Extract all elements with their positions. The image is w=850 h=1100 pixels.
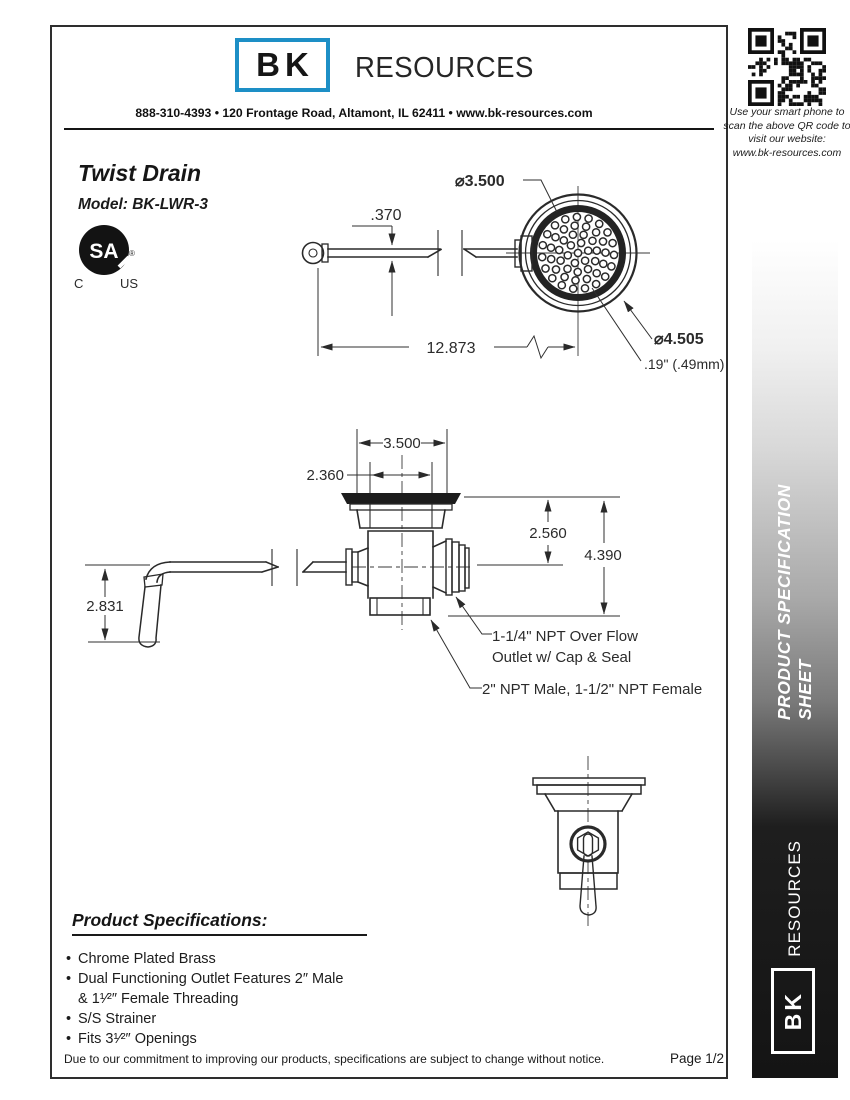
spec-item-text: Dual Functioning Outlet Features 2″ Male bbox=[78, 971, 344, 987]
spec-item-text: Chrome Plated Brass bbox=[78, 951, 216, 967]
label-overflow-outlet-line1: 1-1/4" NPT Over Flow bbox=[492, 628, 638, 645]
csa-us-text: US bbox=[120, 276, 138, 291]
bk-logo-text: BK bbox=[256, 46, 314, 83]
model-number: Model: BK-LWR-3 bbox=[78, 196, 209, 213]
spec-item-text: Fits 3¹⁄²″ Openings bbox=[78, 1031, 197, 1047]
specs-underline bbox=[72, 934, 367, 936]
specs-heading: Product Specifications: bbox=[72, 910, 268, 930]
csa-sa-text: SA bbox=[89, 240, 118, 263]
sidebar-sheet-title: PRODUCT SPECIFICATION SHEET bbox=[752, 430, 838, 720]
bk-logo-box: BK bbox=[235, 38, 330, 92]
sidebar-resources-text: RESOURCES bbox=[752, 832, 838, 964]
sidebar-bk-logo-text: BK bbox=[779, 991, 806, 1031]
spec-item: • S/S Strainer bbox=[66, 1011, 446, 1027]
dim-opening-width: 2.360 bbox=[306, 467, 344, 484]
spec-item: • Dual Functioning Outlet Features 2″ Mal… bbox=[66, 971, 446, 987]
bullet: • bbox=[66, 951, 72, 967]
spec-item: • Fits 3¹⁄²″ Openings bbox=[66, 1031, 446, 1047]
footer-disclaimer: Due to our commitment to improving our p… bbox=[64, 1052, 605, 1066]
bullet: • bbox=[66, 1011, 72, 1027]
dim-strainer-inner-diameter: ⌀3.500 bbox=[455, 173, 505, 190]
dim-rod-length: 12.873 bbox=[427, 340, 476, 357]
header-rule bbox=[64, 128, 714, 130]
dim-hole-size: .19" (.49mm) bbox=[644, 356, 724, 372]
page-border bbox=[50, 25, 728, 1079]
label-overflow-outlet-line2: Outlet w/ Cap & Seal bbox=[492, 649, 631, 666]
top-view-drawing: .370 12.873 ⌀3.500 ⌀4.505 .19" (.49mm) bbox=[301, 173, 724, 372]
contact-line: 888-310-4393 • 120 Frontage Road, Altamo… bbox=[135, 106, 593, 120]
qr-caption-line: visit our website: bbox=[748, 133, 826, 145]
csa-certification-mark: SA ® C US bbox=[74, 225, 138, 291]
qr-caption-line: scan the above QR code to bbox=[723, 119, 850, 132]
qr-caption-line: Use your smart phone to bbox=[729, 106, 845, 118]
sidebar-bk-logo-box: BK bbox=[771, 968, 815, 1054]
sidebar-sheet-title-text: PRODUCT SPECIFICATION SHEET bbox=[774, 484, 815, 720]
resources-logo-text: RESOURCES bbox=[355, 52, 534, 84]
page-title: Twist Drain bbox=[78, 160, 202, 186]
qr-caption: Use your smart phone to scan the above Q… bbox=[718, 106, 850, 160]
spec-item: • Chrome Plated Brass bbox=[66, 951, 446, 967]
qr-caption-line: www.bk-resources.com bbox=[732, 146, 842, 159]
dim-total-height: 4.390 bbox=[584, 547, 622, 564]
side-view-drawing: 3.500 2.360 bbox=[85, 429, 702, 698]
csa-c-text: C bbox=[74, 276, 83, 291]
label-npt-outlet: 2" NPT Male, 1-1/2" NPT Female bbox=[482, 681, 702, 698]
dim-overflow-height: 2.560 bbox=[529, 525, 567, 542]
spec-item-text: S/S Strainer bbox=[78, 1011, 157, 1027]
page-number: Page 1/2 bbox=[669, 1051, 724, 1066]
dim-handle-drop: 2.831 bbox=[86, 598, 124, 615]
dim-rod-thickness: .370 bbox=[370, 207, 401, 224]
front-view-drawing bbox=[532, 756, 646, 930]
spec-item-text: & 1¹⁄²″ Female Threading bbox=[78, 991, 239, 1007]
sidebar-resources-label: RESOURCES bbox=[785, 839, 804, 957]
dim-strainer-outer-diameter: ⌀4.505 bbox=[654, 331, 704, 348]
qr-code bbox=[746, 28, 828, 106]
sidebar-gradient-strip bbox=[752, 240, 838, 1078]
bullet: • bbox=[66, 1031, 72, 1047]
dim-flange-width: 3.500 bbox=[383, 435, 421, 452]
bullet: • bbox=[66, 971, 72, 987]
spec-item-continuation: & 1¹⁄²″ Female Threading bbox=[66, 991, 458, 1007]
csa-registered-mark: ® bbox=[129, 249, 135, 258]
